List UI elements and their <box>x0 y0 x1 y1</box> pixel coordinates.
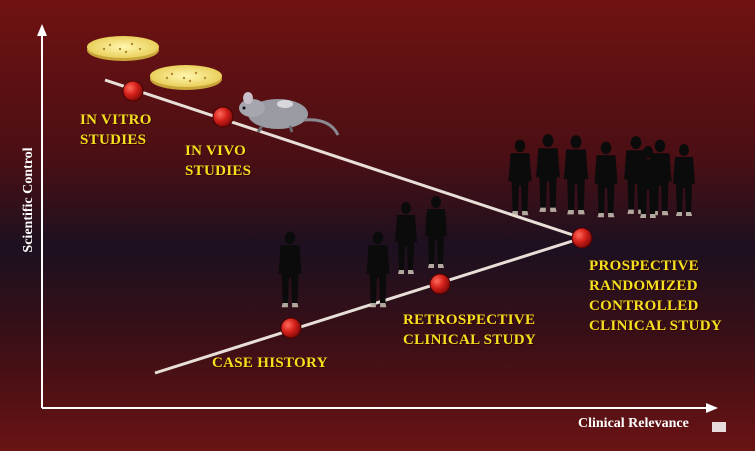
label-in-vivo: IN VIVO STUDIES <box>185 143 252 179</box>
node-retrospective <box>429 273 451 295</box>
petri-dish-icon <box>150 65 222 90</box>
label-in-vitro: IN VITRO STUDIES <box>80 112 152 148</box>
x-axis-arrow <box>706 403 718 413</box>
petri-dish-icon <box>87 36 159 61</box>
lab-studies-line <box>104 78 583 240</box>
label-retrospective: RETROSPECTIVE CLINICAL STUDY <box>403 312 536 348</box>
y-axis-label: Scientific Control <box>21 147 36 252</box>
label-prospective: PROSPECTIVE RANDOMIZED CONTROLLED CLINIC… <box>589 258 722 334</box>
node-prospective <box>571 227 593 249</box>
clinical-studies-line <box>154 236 583 375</box>
y-axis-arrow <box>37 24 47 36</box>
node-in-vitro <box>122 80 144 102</box>
node-in-vivo <box>212 106 234 128</box>
x-axis-label: Clinical Relevance <box>578 416 689 431</box>
label-case-history: CASE HISTORY <box>212 355 328 371</box>
axes <box>37 24 718 413</box>
corner-mark <box>712 422 726 432</box>
rat-icon <box>239 92 340 136</box>
node-case-history <box>280 317 302 339</box>
